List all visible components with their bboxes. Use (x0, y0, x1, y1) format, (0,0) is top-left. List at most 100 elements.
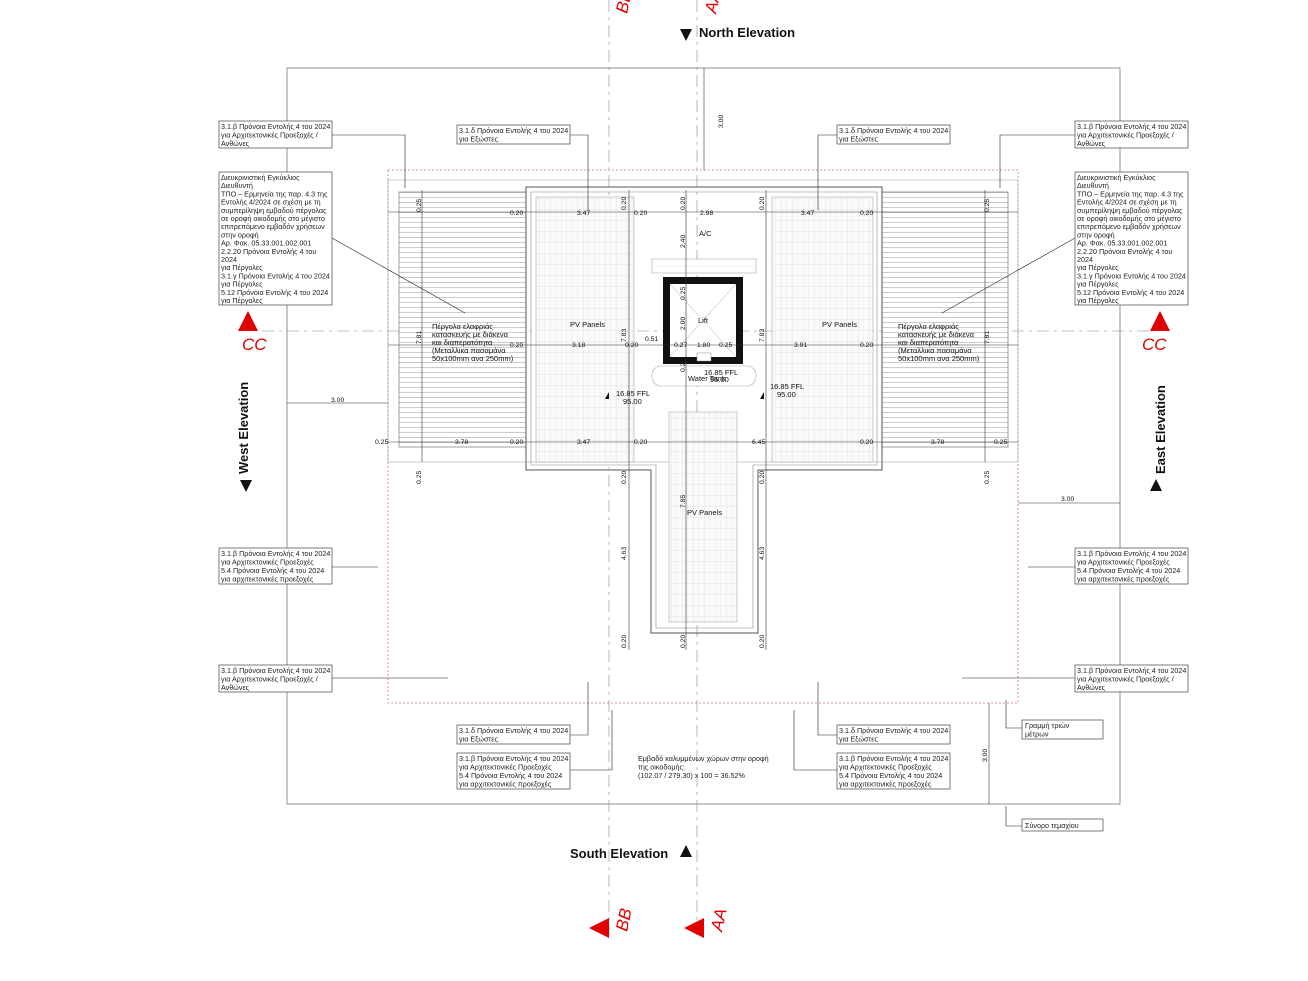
section-marker-left-cc: CC (238, 311, 267, 354)
dim-text: 0.25 (375, 439, 388, 446)
level-marker-icon (605, 392, 609, 399)
dim-text: 0.25 (680, 287, 687, 300)
dim-text: 7.83 (621, 329, 628, 342)
level-marker-icons (605, 392, 764, 399)
section-marker-top-aa: AA (701, 0, 725, 16)
note-arch-low-right: 3.1.β Πρόνοια Εντολής 4 του 2024 για Αρχ… (1077, 666, 1188, 692)
dim-text: 7.81 (416, 331, 423, 344)
leader-lines (331, 134, 1076, 827)
dim-text: 7.81 (984, 331, 991, 344)
note-arch-mid-left: 3.1.β Πρόνοια Εντολής 4 του 2024 για Αρχ… (221, 549, 332, 584)
ffl-right: 16.85 FFL 95.00 (770, 382, 806, 399)
dim-text: 3.47 (577, 439, 590, 446)
section-label-top-aa: AA (701, 0, 725, 16)
east-elevation-label: East Elevation (1153, 385, 1168, 474)
section-label-bottom-bb: BB (612, 907, 635, 933)
dim-text: 0.20 (860, 210, 873, 217)
section-label-left-cc: CC (242, 335, 267, 354)
dim-text: 3.91 (794, 342, 807, 349)
dim-text: 0.25 (719, 342, 732, 349)
dim-text: 3.47 (577, 210, 590, 217)
dim-text: 2.98 (700, 210, 713, 217)
dim-text: 0.20 (759, 635, 766, 648)
dim-text: 0.25 (416, 199, 423, 212)
dim-text: 0.20 (625, 342, 638, 349)
arrow-down-icon (240, 480, 252, 492)
plot-boundary (286, 67, 1121, 805)
note-frames (218, 120, 1189, 832)
pv-panels-left (535, 196, 635, 463)
south-elevation-marker: South Elevation (570, 845, 692, 861)
pv-panels-bottom-label: PV Panels (687, 508, 722, 517)
north-elevation-marker: North Elevation (680, 25, 795, 41)
pv-panels-right-label: PV Panels (822, 320, 857, 329)
ffl-left: 16.85 FFL 95.00 (616, 389, 652, 406)
dim-text: 0.20 (680, 197, 687, 210)
note-circular-right: Διευκρινιστική Εγκύκλιος Διευθυντή ΤΠΟ –… (1077, 173, 1188, 305)
section-label-right-cc: CC (1142, 335, 1167, 354)
section-marker-bottom-aa: AA (684, 907, 731, 938)
dim-text: 0.20 (860, 342, 873, 349)
north-elevation-label: North Elevation (699, 25, 795, 40)
dim-text: 0.25 (984, 471, 991, 484)
pv-panels-left-label: PV Panels (570, 320, 605, 329)
note-arch-mid-right: 3.1.β Πρόνοια Εντολής 4 του 2024 για Αρχ… (1077, 549, 1188, 584)
pv-panels-bottom (668, 411, 738, 623)
dim-text: 0.25 (984, 199, 991, 212)
dim-text: 0.25 (994, 439, 1007, 446)
dim-text: 0.20 (510, 342, 523, 349)
water-tank-label: Water Tank (688, 374, 726, 383)
arrow-up-icon (1150, 479, 1162, 491)
dim-text: 3.47 (801, 210, 814, 217)
ac-unit (651, 258, 757, 274)
dim-text: 3.00 (1061, 496, 1074, 503)
dim-text: 0.51 (645, 336, 658, 343)
dim-text: 3.00 (331, 397, 344, 404)
section-label-bottom-aa: AA (707, 907, 731, 934)
dim-text: 1.80 (697, 342, 710, 349)
pv-panels-right (771, 196, 874, 463)
note-three-meter-line: Γραμμή τριών μέτρων (1025, 721, 1071, 739)
dim-text: 0.25 (416, 471, 423, 484)
section-marker-top-bb: BB (612, 0, 635, 15)
dim-text: 3.00 (982, 749, 989, 762)
dim-text: 4.63 (621, 547, 628, 560)
note-plot-boundary: Σύνορο τεμαχίου (1025, 821, 1079, 830)
south-elevation-label: South Elevation (570, 846, 668, 861)
roof-outline (387, 179, 1019, 634)
note-arch-proj-top-left: 3.1.β Πρόνοια Εντολής 4 του 2024 για Αρχ… (221, 122, 332, 148)
dim-text: 0.27 (674, 342, 687, 349)
east-elevation-marker: East Elevation (1150, 385, 1168, 491)
dim-text: 3.18 (572, 342, 585, 349)
dim-text: 0.20 (510, 210, 523, 217)
note-exostes-bottom-left: 3.1.δ Πρόνοια Εντολής 4 του 2024 για Εξώ… (459, 726, 570, 744)
dimension-lines (287, 68, 1120, 804)
level-marker-icon (760, 392, 764, 399)
dim-text: 0.20 (634, 210, 647, 217)
section-marker-right-cc: CC (1142, 311, 1170, 354)
dim-text: 0.20 (621, 471, 628, 484)
arrow-up-icon (680, 845, 692, 857)
dim-text: 0.20 (759, 197, 766, 210)
dim-text: 2.40 (680, 235, 687, 248)
dim-text: 0.20 (510, 439, 523, 446)
dimension-texts: 0.20 3.47 0.20 2.98 3.47 0.20 0.20 3.18 … (331, 115, 1074, 762)
dim-text: 0.25 (680, 359, 687, 372)
dim-text: 0.20 (621, 197, 628, 210)
dim-text: 2.00 (680, 317, 687, 330)
dim-text: 4.63 (759, 547, 766, 560)
note-exostes-top-left: 3.1.δ Πρόνοια Εντολής 4 του 2024 για Εξώ… (459, 126, 570, 144)
pergola-right-label: Πέργολα ελαφριάς κατασκευής με διάκενα κ… (898, 322, 980, 363)
section-label-top-bb: BB (612, 0, 635, 15)
arrow-down-icon (680, 29, 692, 41)
note-arch-low-left: 3.1.β Πρόνοια Εντολής 4 του 2024 για Αρχ… (221, 666, 332, 692)
note-arch-proj-top-right: 3.1.β Πρόνοια Εντολής 4 του 2024 για Αρχ… (1077, 122, 1188, 148)
note-exostes-bottom-right: 3.1.δ Πρόνοια Εντολής 4 του 2024 για Εξώ… (839, 726, 950, 744)
west-elevation-marker: West Elevation (236, 382, 252, 492)
ffl-center: 16.85 FFL 95.00 (704, 368, 740, 384)
note-arch-bottom-right: 3.1.β Πρόνοια Εντολής 4 του 2024 για Αρχ… (839, 754, 950, 789)
pergola-left-label: Πέργολα ελαφριάς κατασκευής με διάκενα κ… (432, 322, 514, 363)
dim-text: 0.20 (759, 471, 766, 484)
dim-text: 3.78 (931, 439, 944, 446)
